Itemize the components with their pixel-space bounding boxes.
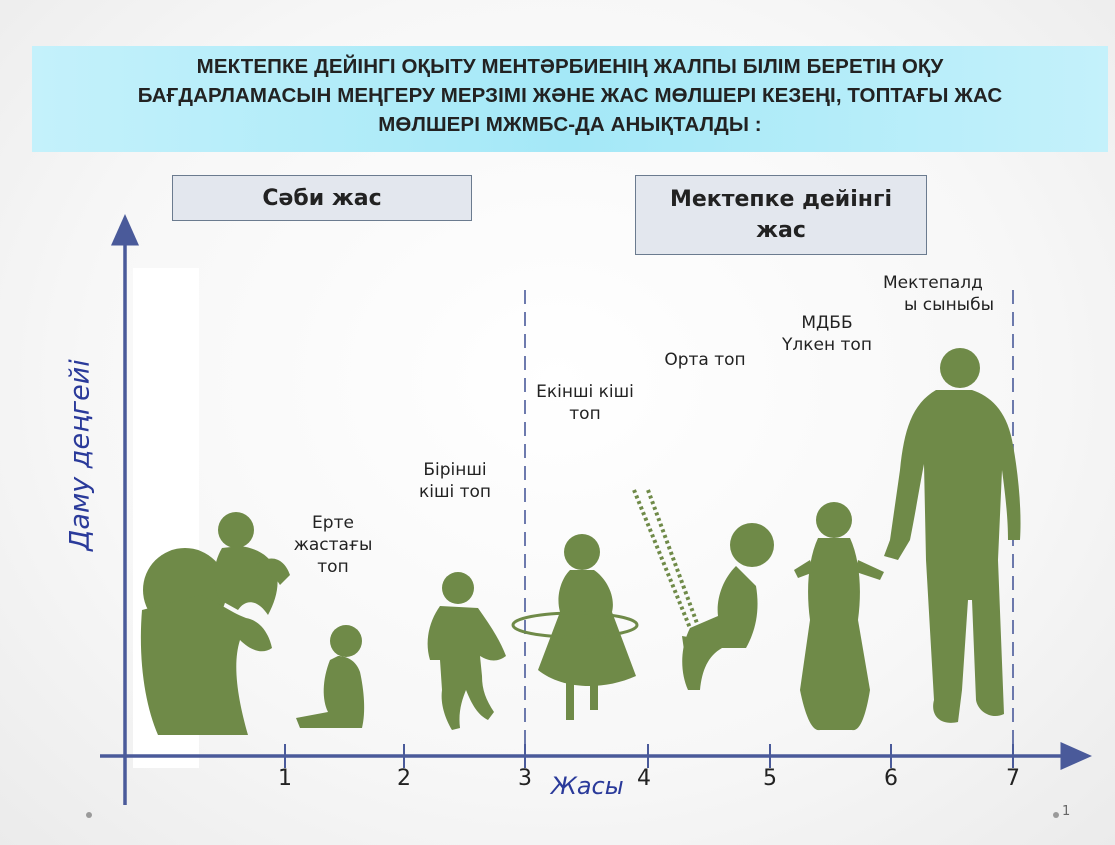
x-axis-label: Жасы (551, 772, 624, 800)
tick-label-4: 4 (637, 766, 651, 791)
group-middle-label: Орта топ (664, 350, 746, 370)
stage-preschool-box: Мектепке дейінгі жас (635, 175, 927, 255)
girl-on-swing-silhouette (682, 523, 774, 690)
title-line-2: БАҒДАРЛАМАСЫН МЕҢГЕРУ МЕРЗІМІ ЖӘНЕ ЖАС М… (137, 84, 1003, 107)
group-early-label: Ерте жастағы топ (293, 513, 373, 577)
y-axis-label: Даму деңгейі (64, 359, 96, 551)
slide-dot-right (1053, 812, 1059, 818)
slide-number: 1 (1062, 804, 1071, 819)
tick-label-6: 6 (884, 766, 898, 791)
stage-infant-label: Сәби жас (262, 185, 382, 211)
tick-label-7: 7 (1006, 766, 1020, 791)
title-banner: МЕКТЕПКЕ ДЕЙІНГІ ОҚЫТУ МЕНТӘРБИЕНІҢ ЖАЛП… (32, 46, 1108, 152)
group-preschool-class-label: Мектепалд ы сыныбы (883, 273, 995, 315)
tick-label-3: 3 (518, 766, 532, 791)
swing-chains (632, 489, 700, 629)
sitting-baby-silhouette (296, 625, 365, 728)
stage-preschool-line-2: жас (756, 218, 806, 243)
toddler-silhouette (427, 572, 506, 730)
slide-dot-left (86, 812, 92, 818)
group-first-junior-label: Бірінші кіші топ (418, 460, 492, 502)
stage-infant-box: Сәби жас (172, 175, 472, 221)
tick-label-2: 2 (397, 766, 411, 791)
hoop-ring (511, 611, 639, 639)
father-silhouette (884, 348, 1021, 723)
group-senior-label: МДББ Үлкен топ (782, 313, 872, 355)
group-second-junior-label: Екінші кіші топ (536, 382, 634, 424)
stage-preschool-line-1: Мектепке дейінгі (669, 187, 892, 212)
title-line-1: МЕКТЕПКЕ ДЕЙІНГІ ОҚЫТУ МЕНТӘРБИЕНІҢ ЖАЛП… (196, 55, 944, 78)
tick-label-5: 5 (763, 766, 777, 791)
title-line-3: МӨЛШЕРІ МЖМБС-ДА АНЫҚТАЛДЫ : (378, 113, 762, 136)
mother-with-baby-silhouette (140, 512, 290, 735)
tick-label-1: 1 (278, 766, 292, 791)
girl-standing-silhouette (794, 502, 884, 731)
girl-with-hoop-silhouette (538, 534, 636, 720)
